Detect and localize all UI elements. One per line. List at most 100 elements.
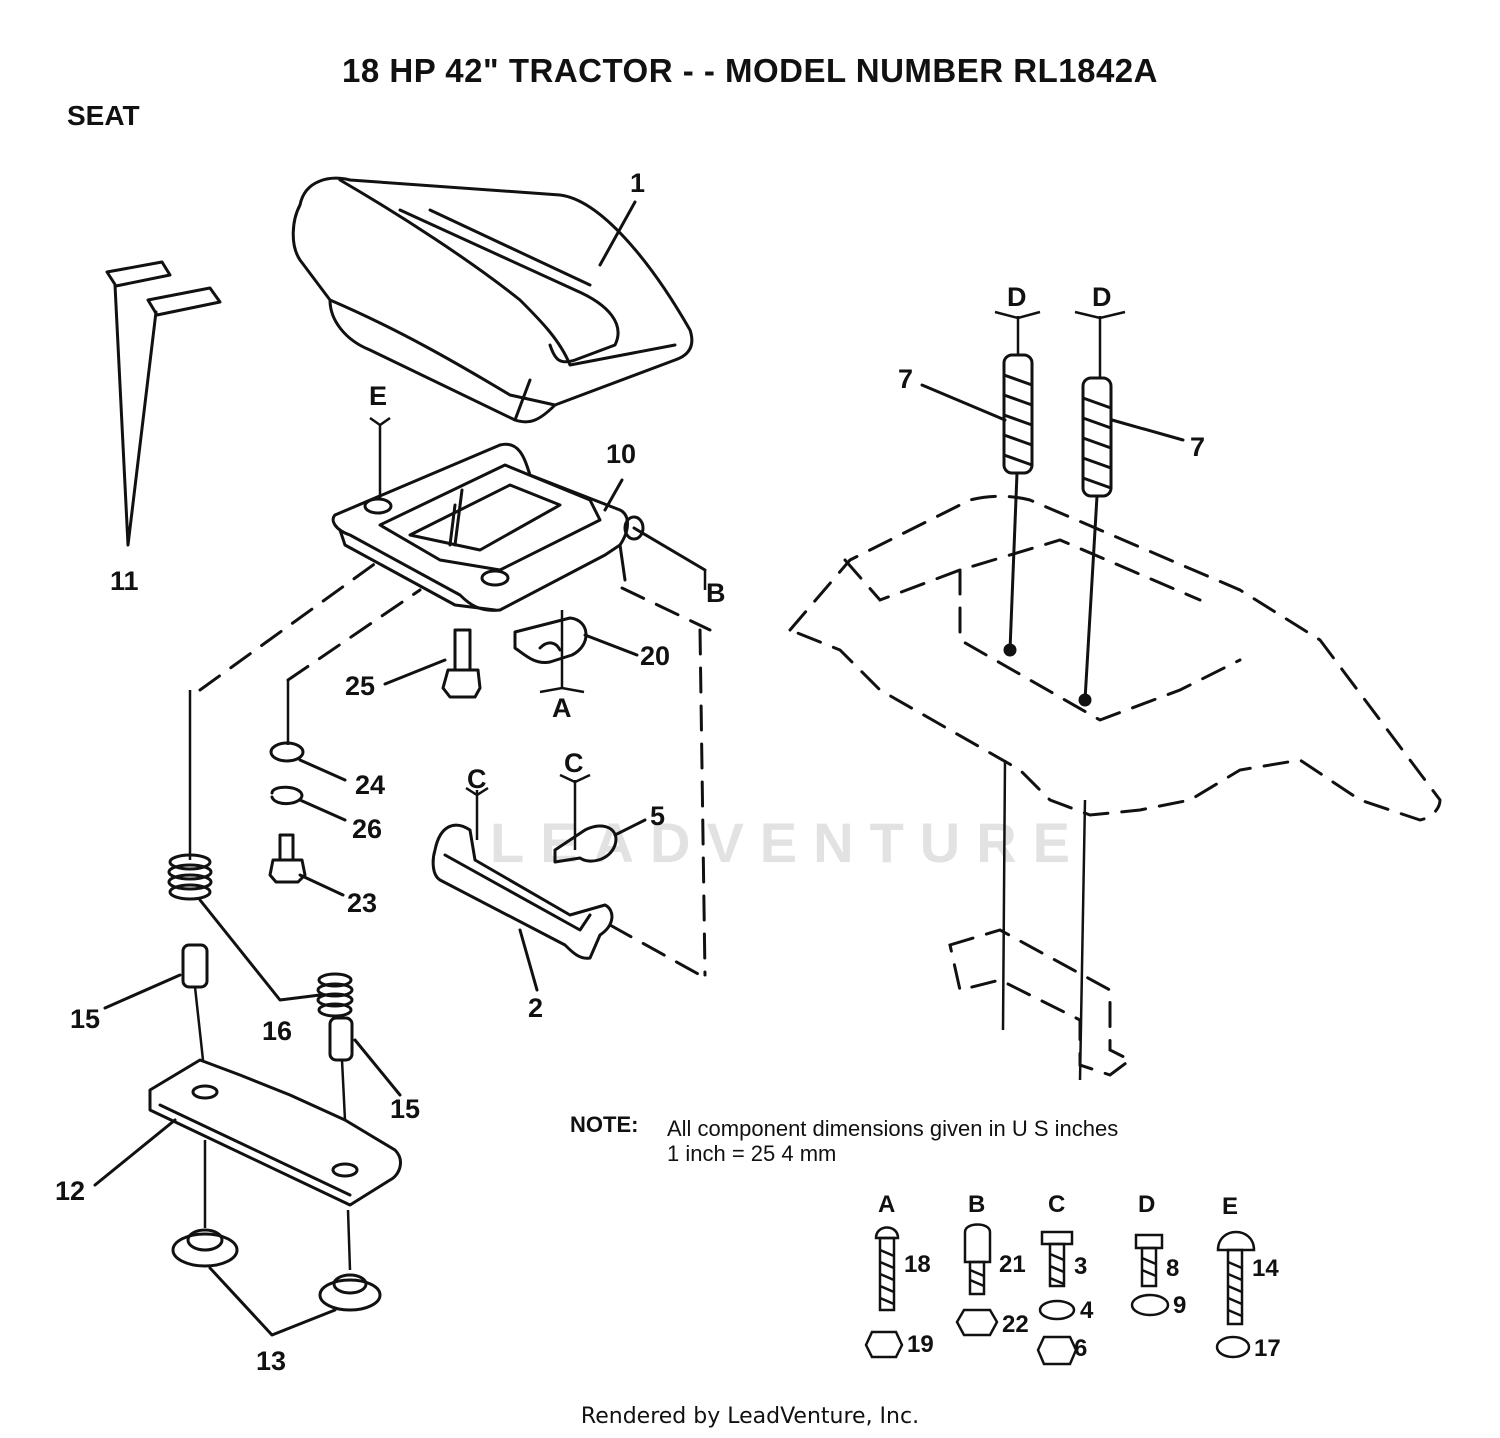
ref-label-a: A (552, 693, 572, 723)
hardware-c-nut (1036, 1335, 1078, 1366)
hardware-legend: A 18 19 B 21 22 C 3 4 6 D 8 9 E 14 17 (864, 1191, 1281, 1366)
leader-25 (383, 658, 447, 686)
callout-24: 24 (355, 770, 385, 800)
callout-1: 1 (630, 168, 645, 198)
page-title: 18 HP 42" TRACTOR - - MODEL NUMBER RL184… (342, 52, 1158, 89)
hardware-item-6: 6 (1074, 1335, 1087, 1362)
hardware-b-nut (955, 1308, 999, 1337)
section-title: SEAT (67, 100, 140, 131)
bracket-20 (513, 616, 588, 665)
callout-16: 16 (262, 1016, 292, 1046)
pad-parts (105, 260, 222, 547)
leader-20 (583, 633, 639, 657)
hardware-item-17: 17 (1254, 1335, 1281, 1362)
hardware-e-nut (1215, 1335, 1251, 1359)
hardware-item-4: 4 (1080, 1297, 1094, 1324)
ref-arrow-d2 (1074, 310, 1126, 320)
hardware-a-screw (874, 1226, 900, 1312)
pin-15-right (328, 1016, 354, 1062)
leader-24 (298, 758, 347, 782)
leader-7-right (1110, 418, 1185, 442)
spring-16-left (167, 853, 213, 901)
spring-16-right (316, 972, 354, 1018)
ref-label-d1: D (1007, 282, 1027, 312)
hardware-c-washer (1038, 1299, 1076, 1321)
hardware-d-bolt (1134, 1233, 1164, 1288)
washer-24 (269, 741, 305, 763)
hardware-item-3: 3 (1074, 1253, 1087, 1280)
ref-label-d2: D (1092, 282, 1112, 312)
center-line-n (1078, 799, 1087, 1081)
spring-7-left (1002, 353, 1034, 475)
leader-15-right (353, 1038, 402, 1097)
ref-arrow-c2 (559, 773, 591, 784)
guide-line-3 (620, 586, 712, 632)
callout-25: 25 (345, 671, 375, 701)
watermark-text: LEADVENTURE (490, 811, 1087, 874)
leader-10 (603, 478, 624, 512)
hardware-label-b: B (968, 1191, 985, 1218)
ref-label-c2: C (564, 748, 584, 778)
plate-12 (148, 1058, 402, 1207)
ref-arrow-a (539, 686, 585, 694)
seat-pan (331, 442, 707, 612)
note-text: All component dimensions given in U S in… (667, 1116, 1118, 1166)
callout-5: 5 (650, 801, 665, 831)
bolt-25 (441, 628, 482, 699)
bracket-2 (431, 823, 614, 960)
hardware-item-9: 9 (1173, 1292, 1186, 1319)
callout-7-right: 7 (1190, 432, 1205, 462)
hardware-item-21: 21 (999, 1251, 1026, 1278)
note-line-1: All component dimensions given in U S in… (667, 1116, 1119, 1141)
center-line-f (346, 1209, 352, 1271)
callout-23: 23 (347, 888, 377, 918)
rod-right-end (1078, 693, 1092, 707)
note-label: NOTE: (570, 1112, 639, 1137)
leader-7-left (920, 383, 1007, 422)
note-line-2: 1 inch = 25 4 mm (667, 1141, 837, 1166)
ref-label-b: B (706, 578, 726, 608)
center-line-m (1001, 759, 1007, 1031)
ref-label-e: E (369, 381, 387, 411)
leader-16 (198, 898, 322, 1002)
callout-20: 20 (640, 641, 670, 671)
callout-15-right: 15 (390, 1094, 420, 1124)
hardware-item-14: 14 (1252, 1255, 1279, 1282)
rod-left (1008, 471, 1019, 652)
callout-2: 2 (528, 993, 543, 1023)
hardware-label-e: E (1222, 1193, 1238, 1220)
hardware-d-washer (1130, 1293, 1170, 1317)
seat-cushion (291, 176, 694, 424)
footer-credit: Rendered by LeadVenture, Inc. (580, 1404, 920, 1429)
spring-7-right (1081, 376, 1113, 498)
fender-outline (787, 494, 1442, 822)
fender-inner (843, 538, 1242, 722)
leader-26 (298, 798, 347, 822)
spring-washer-26 (270, 785, 304, 805)
callout-13: 13 (256, 1346, 286, 1376)
hardware-item-18: 18 (904, 1251, 931, 1278)
hardware-c-bolt (1040, 1230, 1074, 1288)
ref-arrow-c1 (465, 786, 489, 797)
hardware-label-c: C (1048, 1191, 1065, 1218)
hardware-item-19: 19 (907, 1331, 934, 1358)
center-line-d (340, 1059, 347, 1121)
hardware-item-8: 8 (1166, 1255, 1179, 1282)
callout-26: 26 (352, 814, 382, 844)
pin-15-left (181, 943, 209, 989)
leader-23 (298, 873, 345, 897)
leader-13 (208, 1266, 337, 1337)
hardware-item-22: 22 (1002, 1311, 1029, 1338)
hardware-a-nut (864, 1330, 904, 1359)
guide-line-2 (286, 588, 422, 682)
hardware-label-d: D (1138, 1191, 1155, 1218)
callout-7-left: 7 (898, 364, 913, 394)
nut-13-left (171, 1228, 239, 1268)
ref-arrow-e (369, 416, 391, 427)
leader-15-left (103, 973, 182, 1010)
rod-right (1083, 494, 1099, 702)
callout-12: 12 (55, 1176, 85, 1206)
hardware-b-bolt (963, 1223, 992, 1296)
bolt-23 (268, 833, 307, 884)
